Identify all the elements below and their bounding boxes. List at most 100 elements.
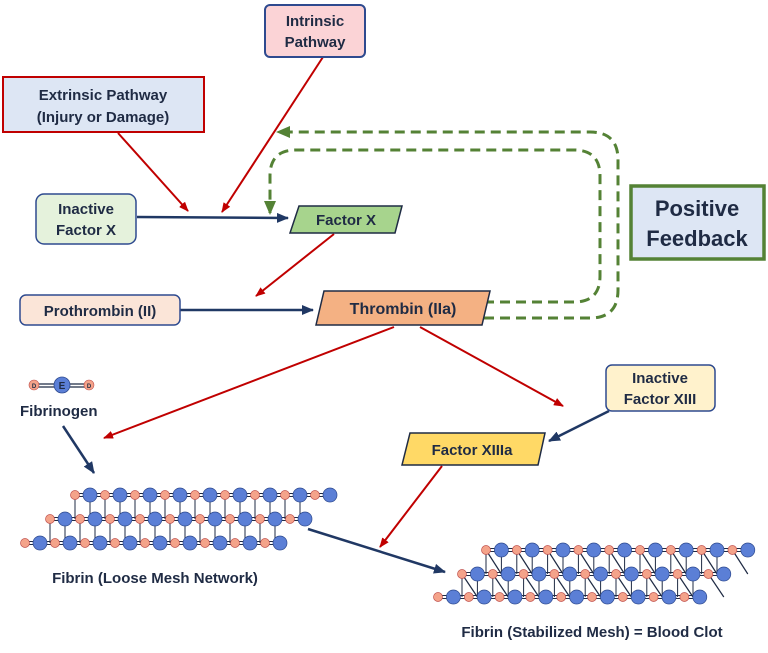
fibrinogen-d-label-right: D: [87, 384, 92, 390]
fibrin-e-domain: [531, 566, 547, 582]
fibrin-d-domain: [160, 490, 170, 500]
extrinsic-label-1: Extrinsic Pathway: [39, 87, 168, 104]
fibrin-d-domain: [255, 514, 265, 524]
fibrin-e-domain: [538, 589, 554, 605]
fibrin-d-domain: [75, 514, 85, 524]
fibrin-d-domain: [525, 592, 536, 602]
fibrin-e-domain: [117, 511, 133, 527]
fibrinogen-e-domain: [53, 376, 71, 394]
intrinsic-label-2: Pathway: [285, 34, 347, 51]
inactive-xiii-label-2: Factor XIII: [624, 391, 697, 408]
arrow-thrombin-to-fibrinogen: [103, 326, 395, 439]
fibrinogen-molecule: D D E: [28, 376, 95, 394]
feedback-loop-outer: [276, 126, 620, 320]
fibrinogen-label: Fibrinogen: [20, 403, 98, 420]
inactive-factor-x-node: Inactive Factor X: [35, 193, 137, 245]
arrow-intrinsic-to-factor-x: [221, 56, 324, 213]
fibrinogen-d-domain-left: [28, 379, 40, 391]
fibrin-e-domain: [685, 566, 701, 582]
fibrin-d-domain: [433, 592, 443, 602]
fibrin-d-domain: [604, 545, 615, 555]
fibrin-d-domain: [260, 538, 270, 548]
fibrin-d-domain: [611, 569, 621, 579]
fibrin-d-domain: [105, 514, 115, 524]
arrow-fibrinogen-to-fibrin: [61, 425, 96, 474]
fibrin-e-domain: [177, 511, 193, 527]
fibrin-d-domain: [285, 514, 295, 524]
fibrin-e-domain: [267, 511, 283, 527]
arrow-extrinsic-to-factor-x: [117, 132, 189, 212]
fibrin-e-domain: [32, 535, 48, 551]
fibrin-e-domain: [692, 589, 708, 605]
arrow-thrombin-to-factor-xiii: [419, 326, 564, 407]
fibrin-stabilized-mesh: [433, 542, 756, 605]
fibrin-e-domain: [87, 511, 103, 527]
positive-feedback-node: Positive Feedback: [629, 184, 766, 261]
feedback-label-2: Feedback: [646, 226, 748, 251]
extrinsic-label-2: (Injury or Damage): [37, 109, 170, 126]
fibrin-e-domain: [82, 487, 98, 503]
arrow-inactive-x-to-factor-x: [136, 212, 289, 223]
fibrin-d-domain: [80, 538, 90, 548]
fibrin-e-domain: [92, 535, 108, 551]
arrow-factor-xiiia-to-stabilized: [379, 465, 443, 548]
fibrin-d-domain: [457, 569, 467, 579]
fibrin-e-domain: [122, 535, 138, 551]
fibrin-d-domain: [140, 538, 150, 548]
prothrombin-node: Prothrombin (II): [19, 294, 181, 326]
fibrin-e-domain: [182, 535, 198, 551]
fibrin-e-domain: [262, 487, 278, 503]
fibrin-d-domain: [50, 538, 60, 548]
factor-x-node: Factor X: [288, 205, 403, 234]
fibrin-d-domain: [70, 490, 80, 500]
inactive-xiii-label-1: Inactive: [632, 370, 688, 387]
fibrin-d-domain: [100, 490, 110, 500]
fibrin-e-domain: [232, 487, 248, 503]
fibrin-e-domain: [593, 566, 608, 582]
fibrin-d-domain: [494, 592, 505, 602]
fibrin-d-domain: [641, 569, 652, 579]
fibrin-d-domain: [672, 569, 683, 579]
fibrin-d-domain: [617, 592, 628, 602]
prothrombin-label: Prothrombin (II): [44, 303, 157, 320]
fibrin-e-domain: [562, 566, 578, 582]
fibrin-d-domain: [195, 514, 205, 524]
fibrin-d-domain: [727, 545, 738, 555]
fibrin-d-domain: [665, 545, 676, 555]
fibrin-e-domain: [207, 511, 223, 527]
fibrin-d-domain: [190, 490, 200, 500]
arrow-inactive-xiii-to-xiiia: [548, 409, 610, 443]
fibrin-d-domain: [310, 490, 320, 500]
fibrin-e-domain: [242, 535, 258, 551]
fibrin-e-domain: [569, 589, 584, 605]
fibrin-d-domain: [110, 538, 120, 548]
fibrin-d-domain: [250, 490, 260, 500]
fibrin-d-domain: [130, 490, 140, 500]
fibrin-d-domain: [635, 545, 645, 555]
fibrin-d-domain: [45, 514, 55, 524]
fibrin-d-domain: [580, 569, 591, 579]
fibrin-e-domain: [648, 542, 663, 558]
fibrin-e-domain: [297, 511, 313, 527]
fibrin-e-domain: [152, 535, 168, 551]
fibrin-e-domain: [202, 487, 218, 503]
fibrin-loose-label: Fibrin (Loose Mesh Network): [52, 570, 258, 587]
fibrin-e-domain: [617, 542, 632, 558]
fibrin-d-domain: [200, 538, 210, 548]
fibrin-loose-mesh: [20, 487, 338, 551]
fibrin-d-domain: [511, 545, 522, 555]
fibrin-e-domain: [212, 535, 228, 551]
feedback-label-1: Positive: [655, 196, 739, 221]
fibrin-d-domain: [679, 592, 690, 602]
fibrin-e-domain: [716, 566, 732, 582]
fibrin-d-domain: [280, 490, 290, 500]
fibrin-e-domain: [555, 542, 571, 558]
inactive-x-label-2: Factor X: [56, 222, 116, 239]
fibrin-e-domain: [322, 487, 338, 503]
fibrin-d-domain: [220, 490, 230, 500]
fibrin-e-domain: [476, 589, 492, 605]
thrombin-label: Thrombin (IIa): [350, 301, 457, 318]
fibrin-d-domain: [648, 592, 659, 602]
fibrin-e-domain: [142, 487, 158, 503]
